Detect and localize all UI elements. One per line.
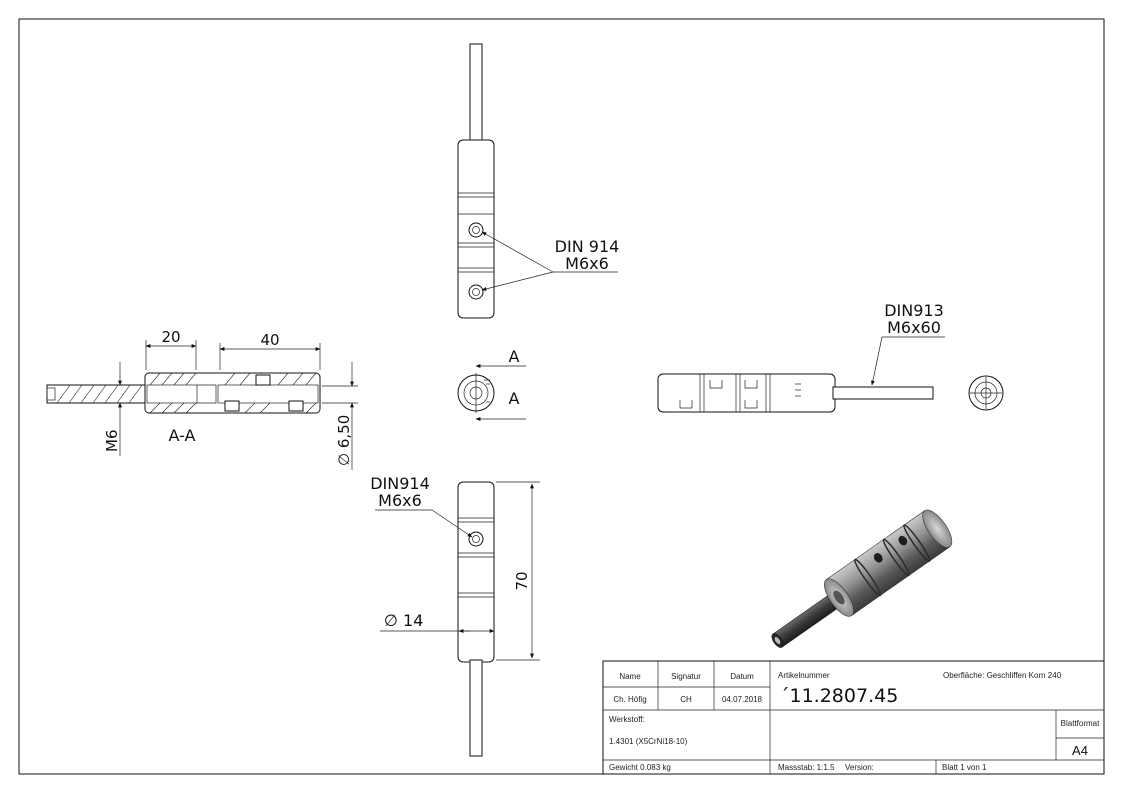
side-view: DIN913 M6x60 (657, 301, 1004, 413)
bottom-view-rod (469, 659, 483, 757)
tb-col-datum: Datum (730, 672, 754, 681)
tb-werkstoff-value: 1.4301 (X5CrNi18-10) (609, 737, 688, 746)
section-screw-bottom-1 (224, 400, 240, 412)
section-label: A-A (169, 426, 196, 445)
top-view-screw-1 (468, 222, 484, 238)
tb-blattformat-value: A4 (1072, 743, 1088, 758)
dim-20: 20 (161, 328, 180, 346)
tb-col-name: Name (619, 672, 641, 681)
din914-top-label-1: DIN 914 (555, 237, 620, 256)
section-screw-bottom-2 (288, 400, 304, 412)
tb-werkstoff-label: Werkstoff: (609, 715, 645, 724)
bottom-view-body (457, 481, 495, 663)
section-view-a-a: A-A 20 40 M6 ∅ 6,50 (46, 328, 358, 470)
side-view-rod (832, 386, 934, 400)
dim-70: 70 (513, 571, 531, 590)
din913-label-1: DIN913 (884, 301, 944, 320)
din913-label-2: M6x60 (887, 318, 941, 337)
tb-artikel-value: ´11.2807.45 (780, 685, 898, 707)
tb-datum-value: 04.07.2018 (722, 695, 763, 704)
tb-signatur-value: CH (680, 695, 692, 704)
section-rod (46, 384, 148, 404)
bottom-view: DIN914 M6x6 70 ∅ 14 (370, 474, 540, 757)
din914-bottom-label-1: DIN914 (370, 474, 430, 493)
section-arrow-bottom-label: A (509, 389, 520, 408)
tb-massstab: Massstab: 1:1.5 (778, 763, 835, 772)
section-arrow-top-label: A (509, 347, 520, 366)
din914-bottom-label-2: M6x6 (378, 491, 422, 510)
title-block: Name Signatur Datum Ch. Höfig CH 04.07.2… (602, 660, 1105, 775)
tb-blattformat-label: Blattformat (1061, 719, 1100, 728)
dim-dia-650: ∅ 6,50 (335, 415, 353, 466)
sheet-border (18, 18, 1105, 775)
tb-gewicht: Gewicht 0.083 kg (609, 763, 671, 772)
dim-40: 40 (260, 331, 279, 349)
tb-name-value: Ch. Höfig (613, 695, 646, 704)
top-view-rod (469, 43, 483, 143)
dim-dia-14: ∅ 14 (384, 611, 423, 630)
tb-version: Version: (845, 763, 874, 772)
top-view-screw-2 (468, 284, 484, 300)
side-view-body (657, 373, 836, 413)
tb-artikel-label: Artikelnummer (778, 671, 830, 680)
top-view: DIN 914 M6x6 (457, 43, 620, 319)
tb-oberflaeche: Oberfläche: Geschliffen Korn 240 (943, 671, 1062, 680)
tb-blatt: Blatt 1 von 1 (942, 763, 987, 772)
din914-top-label-2: M6x6 (565, 254, 609, 273)
bottom-view-screw (468, 531, 484, 547)
tb-col-signatur: Signatur (671, 672, 701, 681)
section-screw-top (255, 374, 271, 386)
end-view: A A (457, 347, 526, 421)
isometric-render (771, 509, 953, 648)
dim-m6: M6 (103, 430, 121, 453)
